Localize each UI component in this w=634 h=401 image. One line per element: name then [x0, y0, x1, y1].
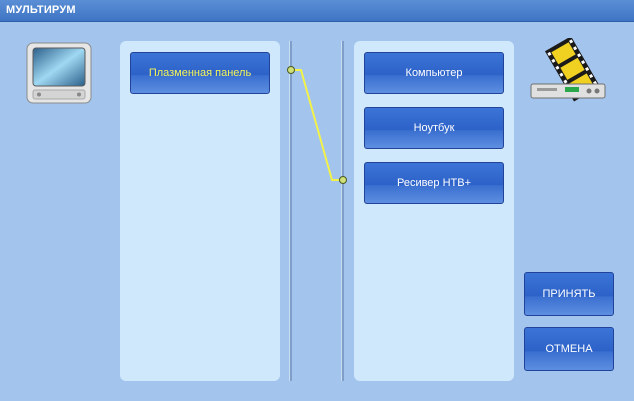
target-button-computer[interactable]: Компьютер — [364, 52, 504, 94]
source-rail — [289, 41, 292, 381]
source-panel — [120, 41, 280, 381]
accept-button[interactable]: ПРИНЯТЬ — [524, 272, 614, 316]
target-button-laptop[interactable]: Ноутбук — [364, 107, 504, 149]
cancel-button[interactable]: ОТМЕНА — [524, 327, 614, 371]
film-player-icon — [530, 38, 606, 102]
target-rail — [341, 41, 344, 381]
tv-monitor-icon — [26, 42, 92, 104]
title-bar: МУЛЬТИРУМ — [0, 0, 634, 22]
source-button-plasma-panel[interactable]: Плазменная панель — [130, 52, 270, 94]
target-panel — [354, 41, 514, 381]
target-button-receiver[interactable]: Ресивер НТВ+ — [364, 162, 504, 204]
window-title: МУЛЬТИРУМ — [6, 4, 76, 16]
